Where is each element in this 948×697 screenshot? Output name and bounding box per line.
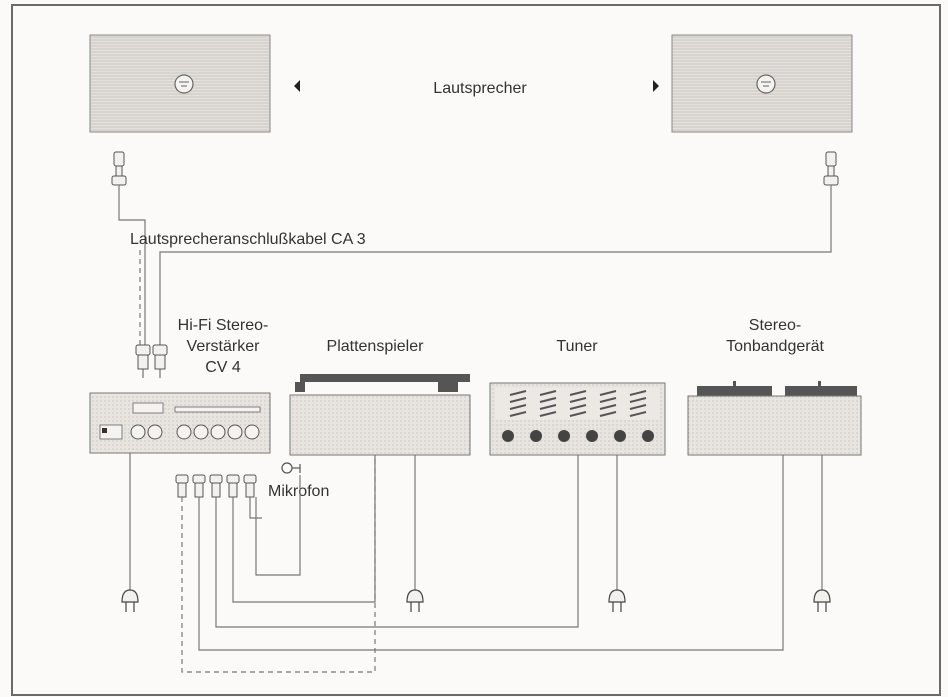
- speakers-label: Lautsprecher: [433, 80, 527, 97]
- cable-label: Lautsprecheranschlußkabel CA 3: [130, 231, 366, 248]
- tape-label-line2: Tonbandgerät: [726, 338, 824, 355]
- power-plug-tape-icon: [813, 589, 831, 612]
- tape-label-line1: Stereo-: [749, 317, 801, 334]
- arrow-left-icon: [294, 80, 300, 92]
- amp-label-line3: CV 4: [205, 359, 241, 376]
- power-plug-turntable-icon: [406, 589, 424, 612]
- microphone-label: Mikrofon: [268, 483, 329, 500]
- speaker-plug-right-icon: [823, 151, 839, 186]
- dashed-cable-lines: [181, 455, 376, 673]
- speaker-left-emblem-icon: [174, 74, 194, 94]
- amp-speaker-plugs-icon: [135, 344, 168, 378]
- microphone-icon: [281, 462, 301, 474]
- signal-cable-lines: [198, 455, 784, 651]
- power-plug-amp-icon: [121, 589, 139, 612]
- power-cords: [129, 453, 823, 590]
- arrow-right-icon: [653, 80, 659, 92]
- tape-deck-device: [687, 381, 862, 456]
- turntable-label: Plattenspieler: [327, 338, 425, 355]
- power-plug-tuner-icon: [608, 589, 626, 612]
- input-plugs-icon: [175, 474, 257, 498]
- speaker-right-emblem-icon: [756, 74, 776, 94]
- tuner-device: [489, 382, 666, 456]
- speaker-plug-left-icon: [111, 151, 127, 186]
- speaker-cable-lines: [118, 185, 832, 345]
- amp-label-line2: Verstärker: [187, 338, 261, 355]
- diagram-frame: [11, 4, 941, 696]
- amplifier-device: [89, 392, 271, 454]
- speaker-left: [89, 34, 271, 133]
- turntable-device: [289, 374, 471, 456]
- amp-label-line1: Hi-Fi Stereo-: [178, 317, 269, 334]
- speaker-right: [671, 34, 853, 133]
- tuner-label: Tuner: [556, 338, 598, 355]
